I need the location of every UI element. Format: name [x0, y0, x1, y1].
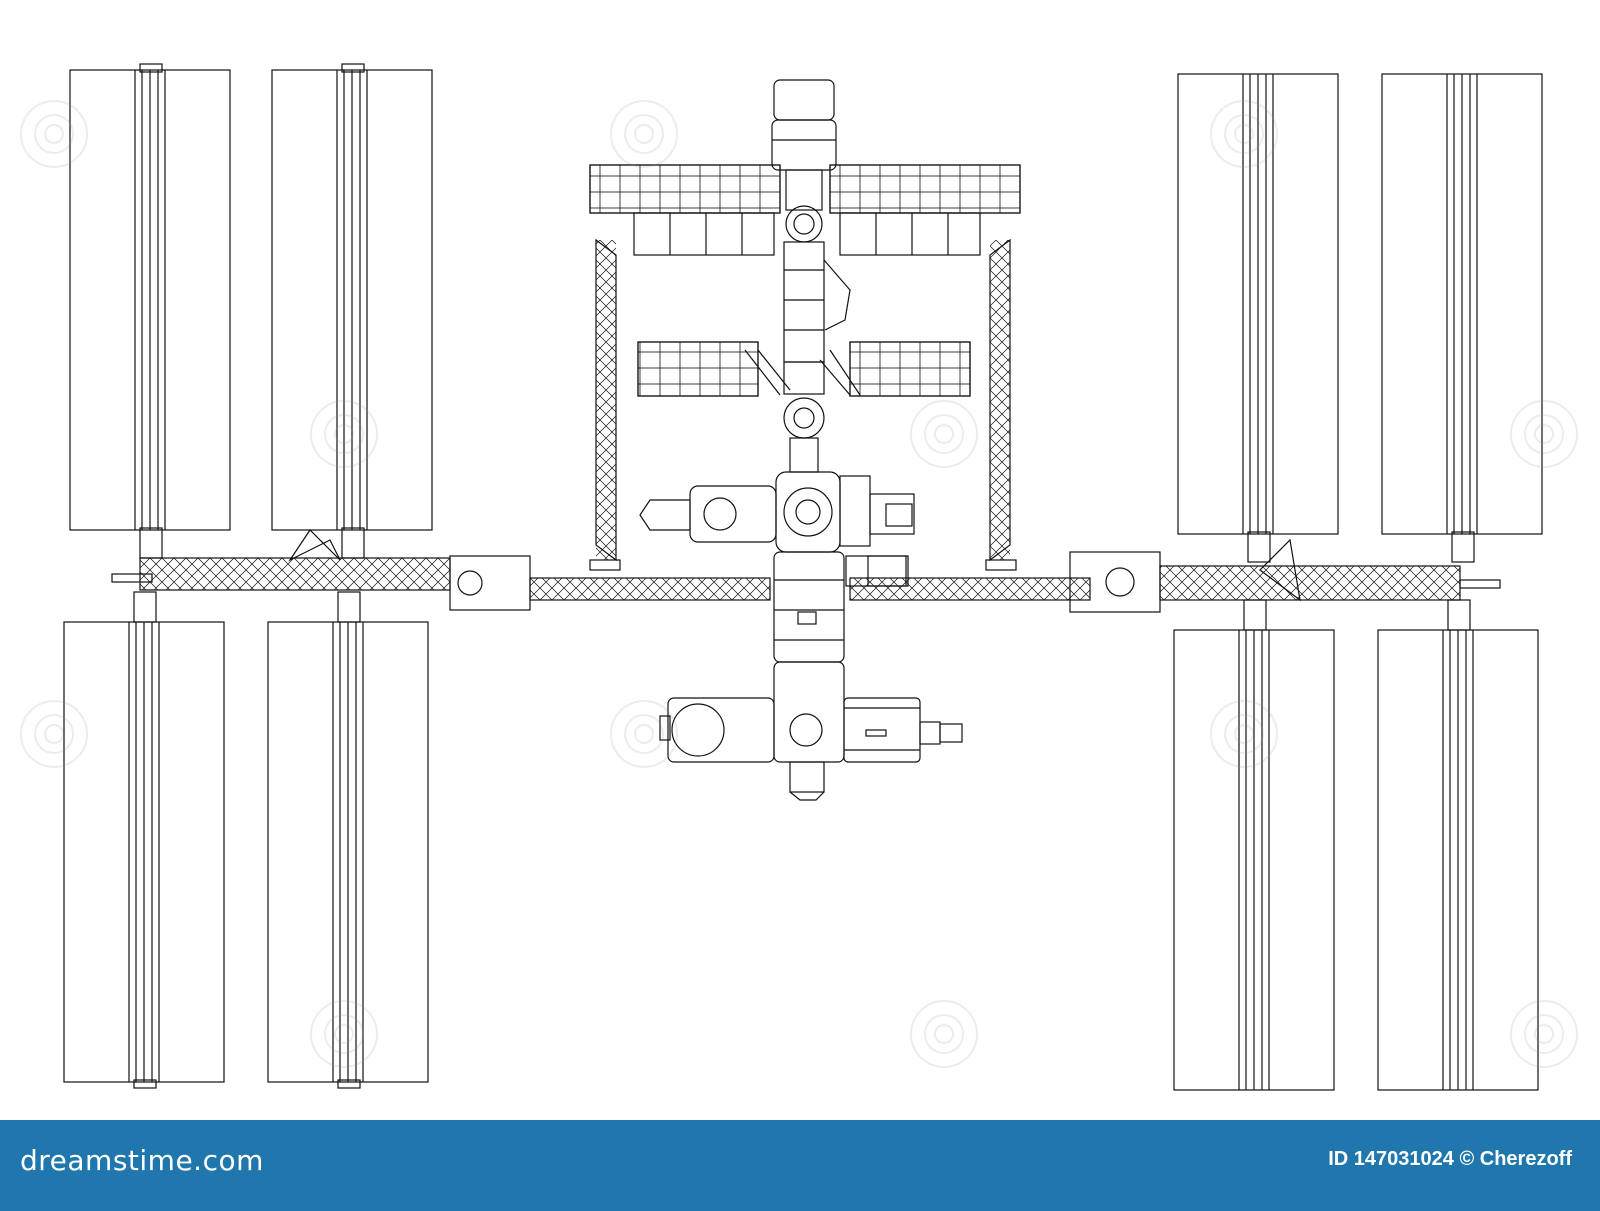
solar-array-right-lower-outer [1377, 599, 1539, 1091]
solar-array-right-lower-inner [1173, 599, 1335, 1091]
solar-array-left-upper-inner [271, 63, 433, 559]
brand-logo[interactable]: dreamstime.com [20, 1144, 264, 1177]
russian-solar-panel-lower-left [637, 341, 791, 397]
solar-array-left-lower-inner [267, 591, 429, 1089]
us-lab-module [773, 551, 909, 663]
module-kibo [843, 697, 963, 763]
russian-module-stack [771, 79, 851, 473]
node-hub [639, 471, 915, 553]
footer-bar: dreamstime.com ID 147031024 © Cherezoff [0, 1120, 1600, 1211]
solar-array-right-upper-outer [1381, 73, 1543, 563]
radiator-left [589, 238, 621, 571]
node-lower [773, 661, 845, 801]
solar-array-left-lower-outer [63, 591, 225, 1089]
russian-solar-panel-lower-right [819, 341, 971, 397]
space-station-illustration [63, 63, 1543, 1091]
image-credit: ID 147031024 © Cherezoff [1328, 1148, 1572, 1170]
russian-solar-panel-upper-left [589, 164, 781, 256]
solar-array-right-upper-inner [1177, 73, 1339, 563]
module-columbus [659, 697, 775, 763]
radiator-right [985, 238, 1017, 571]
russian-solar-panel-upper-right [829, 164, 1021, 256]
main-truss [111, 529, 1501, 613]
solar-array-left-upper-outer [69, 63, 231, 559]
